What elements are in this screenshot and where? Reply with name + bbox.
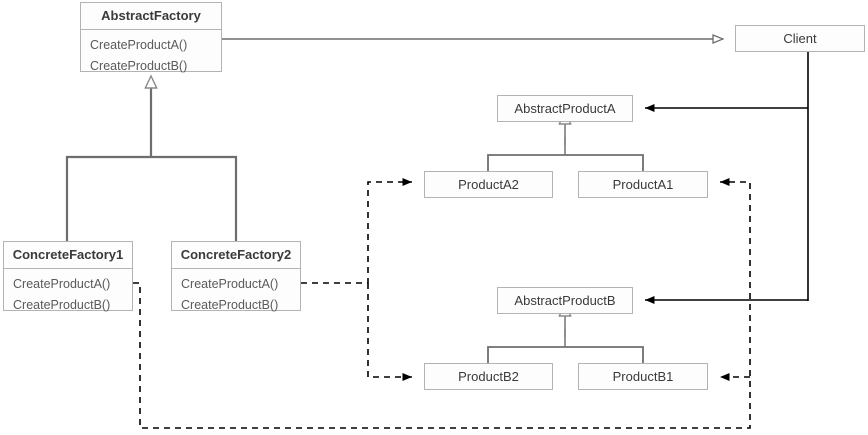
operation-item: CreateProductB() [90,59,188,73]
operation-item: CreateProductA() [181,277,279,291]
class-name-product-b1: ProductB1 [612,369,674,384]
class-operations-concrete-factory-2: CreateProductA() CreateProductB() [172,269,300,321]
class-name-concrete-factory-1: ConcreteFactory1 [4,242,132,269]
class-name-concrete-factory-2: ConcreteFactory2 [172,242,300,269]
class-operations-concrete-factory-1: CreateProductA() CreateProductB() [4,269,132,321]
class-name-client: Client [783,31,817,46]
operation-item: CreateProductB() [13,298,111,312]
operation-item: CreateProductB() [181,298,279,312]
class-name-abstract-product-b: AbstractProductB [514,293,616,308]
class-box-product-b2[interactable]: ProductB2 [424,363,553,390]
class-box-concrete-factory-2[interactable]: ConcreteFactory2 CreateProductA() Create… [171,241,301,312]
class-box-product-b1[interactable]: ProductB1 [578,363,708,390]
class-name-abstract-product-a: AbstractProductA [514,101,616,116]
edge-productb-to-abstractproductb [487,316,644,363]
class-box-abstract-product-b[interactable]: AbstractProductB [497,287,633,314]
class-operations-abstract-factory: CreateProductA() CreateProductB() [81,30,221,82]
class-box-product-a2[interactable]: ProductA2 [424,171,553,198]
class-name-product-a2: ProductA2 [458,177,519,192]
edge-concretefactories-to-abstractfactory [65,88,238,241]
class-box-abstract-factory[interactable]: AbstractFactory CreateProductA() CreateP… [80,2,222,73]
class-box-product-a1[interactable]: ProductA1 [578,171,708,198]
class-box-abstract-product-a[interactable]: AbstractProductA [497,95,633,122]
class-name-product-a1: ProductA1 [612,177,674,192]
edge-concretefactory2-dependencies [301,178,412,381]
edge-producta-to-abstractproducta [487,124,644,171]
operation-item: CreateProductA() [13,277,111,291]
class-name-abstract-factory: AbstractFactory [81,3,221,30]
class-box-client[interactable]: Client [735,25,865,52]
class-name-product-b2: ProductB2 [458,369,519,384]
operation-item: CreateProductA() [90,38,188,52]
class-box-concrete-factory-1[interactable]: ConcreteFactory1 CreateProductA() Create… [3,241,133,312]
